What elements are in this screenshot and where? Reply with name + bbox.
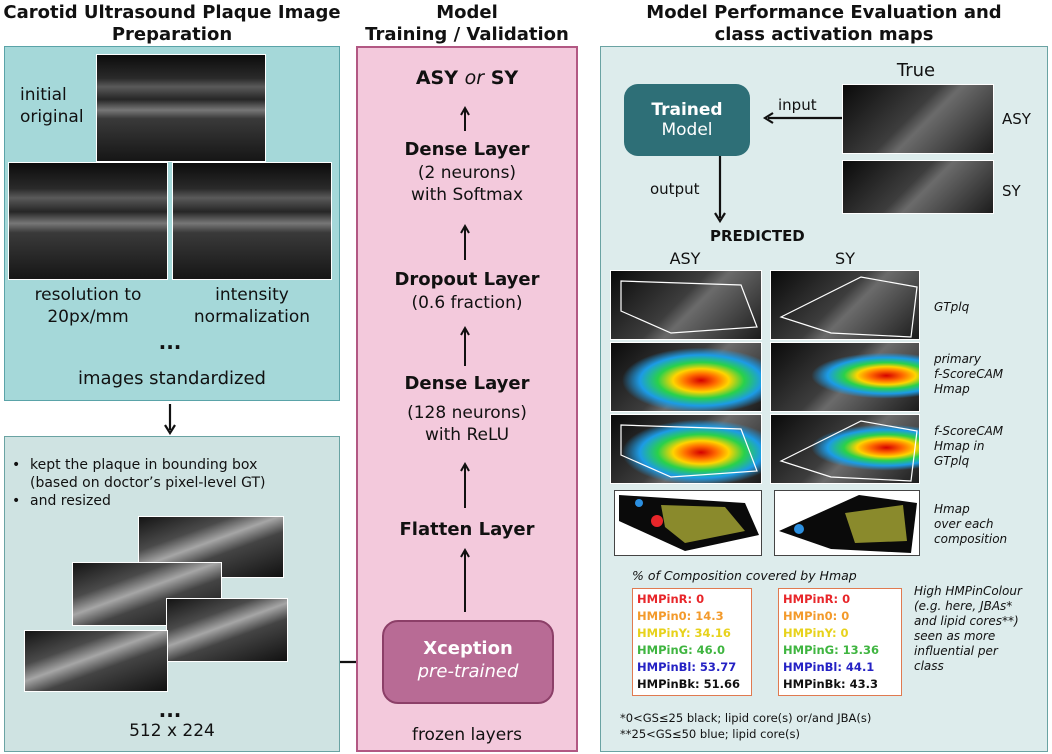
- crop-bullets: •kept the plaque in bounding box (based …: [12, 456, 332, 510]
- ultrasound-resolution: [8, 162, 168, 280]
- output-classes: ASY or SY: [415, 67, 519, 89]
- model-arrows: [460, 105, 470, 612]
- legend-asy-o: HMPin0: 14.3: [637, 609, 724, 623]
- legend-asy: HMPinR: 0 HMPin0: 14.3 HMPinY: 34.16 HMP…: [632, 588, 752, 696]
- prep-ellipsis: ...: [158, 330, 182, 354]
- frozen-layers-label: frozen layers: [411, 725, 523, 745]
- bullet-doctor-gt: (based on doctor’s pixel-level GT): [30, 475, 266, 491]
- flatten-layer: Flatten Layer: [399, 519, 535, 540]
- gtplq-hmap-asy: [610, 414, 762, 484]
- row-label-gtplq: GTplq: [934, 300, 970, 314]
- crop-ellipsis: ...: [158, 698, 182, 722]
- trained-model-box: Trained Model: [624, 84, 750, 156]
- legend-sy-bl: HMPinBl: 44.1: [783, 660, 875, 674]
- influence-note: High HMPinColour(e.g. here, JBAs*and lip…: [914, 584, 1022, 673]
- col-sy-label: SY: [835, 249, 855, 268]
- gtplq-sy: [770, 270, 920, 340]
- arrow-output: [714, 156, 726, 224]
- legend-asy-g: HMPinG: 46.0: [637, 643, 726, 657]
- true-label: True: [896, 60, 936, 81]
- arrow-down-prep: [164, 404, 176, 436]
- composition-sy: [774, 490, 920, 556]
- ultrasound-original: [96, 54, 266, 162]
- composition-asy: [614, 490, 762, 556]
- gtplq-asy: [610, 270, 762, 340]
- ultrasound-intensity: [172, 162, 332, 280]
- legend-asy-bk: HMPinBk: 51.66: [637, 677, 741, 691]
- crop-image-4: [24, 630, 168, 692]
- gtplq-hmap-sy: [770, 414, 920, 484]
- arrow-input: [762, 112, 842, 124]
- legend-asy-y: HMPinY: 34.16: [637, 626, 731, 640]
- legend-asy-bl: HMPinBl: 53.77: [637, 660, 737, 674]
- output-label: output: [650, 180, 700, 198]
- dense2-layer: Dense Layer (2 neurons) with Softmax: [404, 139, 530, 205]
- true-asy-image: [842, 84, 994, 154]
- input-label: input: [778, 96, 817, 114]
- true-asy-label: ASY: [1002, 110, 1031, 128]
- true-sy-label: SY: [1002, 182, 1021, 200]
- legend-sy: HMPinR: 0 HMPin0: 0 HMPinY: 0 HMPinG: 13…: [778, 588, 902, 696]
- footnote-blue: **25<GS≤50 blue; lipid core(s): [620, 727, 801, 741]
- legend-sy-y: HMPinY: 0: [783, 626, 849, 640]
- standardized-label: images standardized: [78, 368, 266, 389]
- legend-sy-o: HMPin0: 0: [783, 609, 850, 623]
- true-sy-image: [842, 160, 994, 214]
- footnotes: *0<GS≤25 black; lipid core(s) or/and JBA…: [620, 710, 871, 742]
- primary-hmap-asy: [610, 342, 762, 412]
- legend-sy-r: HMPinR: 0: [783, 592, 851, 606]
- bullet-bounding-box: kept the plaque in bounding box: [30, 457, 258, 473]
- legend-sy-g: HMPinG: 13.36: [783, 643, 880, 657]
- legend-asy-r: HMPinR: 0: [637, 592, 705, 606]
- crop-image-3: [166, 598, 288, 662]
- primary-hmap-sy: [770, 342, 920, 412]
- dense128-layer: Dense Layer (128 neurons) with ReLU: [404, 373, 530, 445]
- xception-box: Xception pre-trained: [382, 620, 554, 704]
- composition-title: % of Composition covered by Hmap: [632, 568, 857, 583]
- predicted-label: PREDICTED: [710, 227, 805, 245]
- footnote-black: *0<GS≤25 black; lipid core(s) or/and JBA…: [620, 711, 872, 725]
- crop-size-label: 512 x 224: [129, 721, 215, 741]
- dropout-layer: Dropout Layer (0.6 fraction): [394, 269, 540, 313]
- bullet-resized: and resized: [30, 493, 111, 509]
- col-asy-label: ASY: [669, 249, 701, 268]
- legend-sy-bk: HMPinBk: 43.3: [783, 677, 879, 691]
